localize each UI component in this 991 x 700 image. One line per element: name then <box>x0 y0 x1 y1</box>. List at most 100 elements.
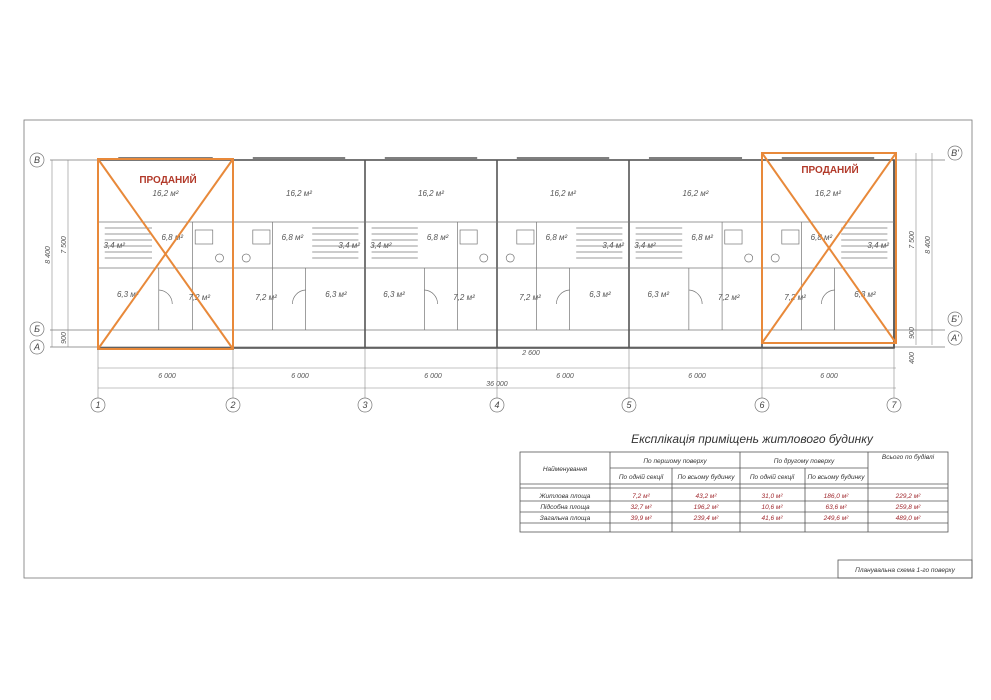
sub-section-2: По одній секції <box>750 473 796 481</box>
row-2-val-0: 39,9 м² <box>630 515 652 522</box>
axis-row-v: В <box>34 155 40 165</box>
shower-fixture <box>194 229 214 245</box>
room-living-area: 16,2 м² <box>683 189 709 198</box>
axis-row-b: Б <box>34 324 40 334</box>
vertical-dimensions: 8 400 7 500 900 7 500 8 400 900 400 <box>45 153 933 364</box>
row-0-val-3: 186,0 м² <box>824 493 850 500</box>
explication-table: Експлікація приміщень житлового будинку … <box>519 432 949 533</box>
row-name-1: Підсобна площа <box>540 503 590 511</box>
room-small-area: 6,3 м² <box>589 290 611 299</box>
row-0-val-2: 31,0 м² <box>761 493 783 500</box>
axis-col-5: 5 <box>626 400 632 410</box>
shower-fixture <box>516 229 535 245</box>
axis-col-3: 3 <box>362 400 367 410</box>
room-bath-area: 3,4 м² <box>602 241 624 250</box>
room-bath-area: 3,4 м² <box>338 241 360 250</box>
sub-section-1: По одній секції <box>619 473 665 481</box>
shower-fixture <box>724 229 743 245</box>
right-dim-400: 400 <box>909 352 916 364</box>
axis-row-b-prime: Б' <box>951 314 959 324</box>
title-stamp: Планувальна схема 1-го поверху <box>837 559 973 579</box>
axis-col-6: 6 <box>759 400 764 410</box>
room-hall-area: 6,8 м² <box>162 233 184 242</box>
room-small-area: 6,3 м² <box>854 290 876 299</box>
toilet-fixture <box>505 253 515 263</box>
sold-marker-right: ПРОДАНИЙ <box>761 152 897 344</box>
axis-row-a: А <box>33 342 40 352</box>
room-living-area: 16,2 м² <box>418 189 444 198</box>
room-small-area: 6,3 м² <box>648 290 670 299</box>
room-bath-area: 3,4 м² <box>370 241 392 250</box>
row-2-val-3: 249,6 м² <box>823 515 850 522</box>
span-4-5: 6 000 <box>556 373 574 380</box>
door-arc <box>688 289 703 305</box>
room-small-area: 6,3 м² <box>325 290 347 299</box>
axis-col-7: 7 <box>891 400 897 410</box>
row-1-val-4: 259,8 м² <box>895 504 922 511</box>
room-bed-area: 7,2 м² <box>453 293 475 302</box>
sub-all-2: По всьому будинку <box>808 473 866 481</box>
room-bed-area: 7,2 м² <box>718 293 740 302</box>
head-name: Найменування <box>543 465 588 473</box>
door-arc <box>821 289 835 305</box>
right-dim-900: 900 <box>909 327 916 339</box>
row-name-0: Житлова площа <box>539 493 591 500</box>
left-dim-7500: 7 500 <box>61 236 68 254</box>
row-2-val-1: 239,4 м² <box>693 515 720 522</box>
sold-label-left: ПРОДАНИЙ <box>139 173 196 186</box>
span-2-3: 6 000 <box>291 373 309 380</box>
left-dim-8400: 8 400 <box>45 246 52 264</box>
room-hall-area: 6,8 м² <box>282 233 304 242</box>
door-arc <box>424 289 438 305</box>
room-small-area: 6,3 м² <box>117 290 139 299</box>
room-bed-area: 7,2 м² <box>519 293 541 302</box>
shower-fixture <box>459 229 478 245</box>
row-0-val-0: 7,2 м² <box>632 493 650 500</box>
row-2-val-2: 41,6 м² <box>761 515 783 522</box>
axis-col-bubble-4 <box>489 397 505 413</box>
span-5-6: 6 000 <box>688 373 706 380</box>
head-total: Всього по будівлі <box>881 454 935 461</box>
room-living-area: 16,2 м² <box>815 189 841 198</box>
unit-2: 16,2 м²6,8 м²3,4 м²6,3 м²7,2 м² <box>233 157 366 348</box>
axis-col-bubble-7 <box>886 397 902 413</box>
gap-dimension: 2 600 <box>521 350 540 357</box>
room-living-area: 16,2 м² <box>153 189 179 198</box>
span-1-2: 6 000 <box>158 373 176 380</box>
axis-col-1: 1 <box>95 400 100 410</box>
axis-col-bubble-1 <box>90 397 106 413</box>
shower-fixture <box>781 229 800 245</box>
unit-6: 16,2 м²6,8 м²3,4 м²6,3 м²7,2 м² <box>762 157 895 348</box>
drawing-frame <box>23 119 973 579</box>
room-bed-area: 7,2 м² <box>255 293 277 302</box>
explication-title: Експлікація приміщень житлового будинку <box>631 432 874 446</box>
room-bed-area: 7,2 м² <box>189 293 211 302</box>
row-1-val-1: 196,2 м² <box>694 504 720 511</box>
row-1-val-2: 10,6 м² <box>761 504 783 511</box>
axis-col-bubble-3 <box>357 397 373 413</box>
toilet-fixture <box>479 253 489 263</box>
toilet-fixture <box>215 253 224 263</box>
row-axes: В Б А В' Б' А' <box>29 145 963 355</box>
right-dim-8400: 8 400 <box>925 236 932 254</box>
unit-4: 16,2 м²6,8 м²3,4 м²6,3 м²7,2 м² <box>497 157 630 348</box>
axis-col-2: 2 <box>229 400 235 410</box>
axis-col-bubble-2 <box>225 397 241 413</box>
shower-fixture <box>252 229 271 245</box>
right-dim-7500: 7 500 <box>909 231 916 249</box>
row-1-val-3: 63,6 м² <box>825 504 847 511</box>
toilet-fixture <box>744 253 754 263</box>
left-dim-900: 900 <box>61 332 68 344</box>
door-arc <box>556 289 570 305</box>
door-arc <box>292 289 306 305</box>
room-small-area: 6,3 м² <box>383 290 405 299</box>
room-bath-area: 3,4 м² <box>103 241 125 250</box>
span-6-7: 6 000 <box>820 373 838 380</box>
row-2-val-4: 489,0 м² <box>896 515 922 522</box>
toilet-fixture <box>241 253 251 263</box>
axis-col-bubble-5 <box>621 397 637 413</box>
